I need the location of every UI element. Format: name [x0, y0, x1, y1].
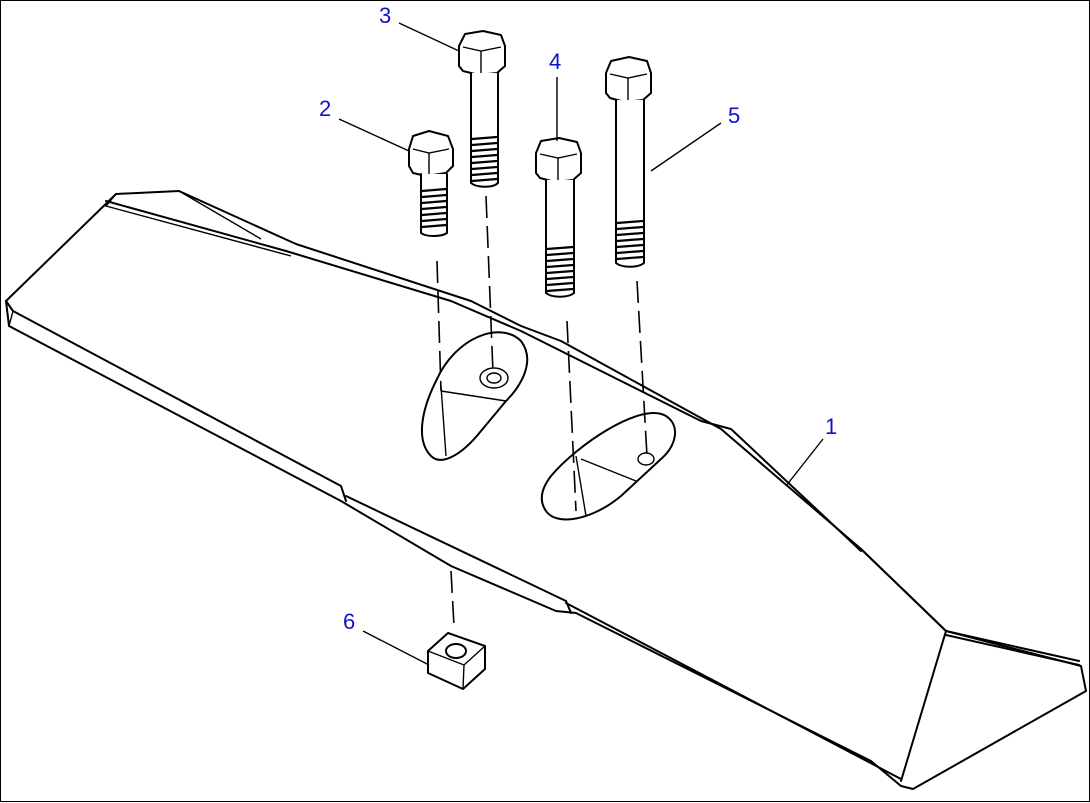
short-bolt — [408, 130, 454, 237]
callout-5: 5 — [728, 103, 740, 128]
square-nut — [427, 632, 486, 690]
callout-1: 1 — [825, 414, 837, 439]
cutting-edge-segment — [5, 190, 1087, 790]
callout-4: 4 — [549, 49, 561, 74]
bolt-hole-left — [420, 331, 529, 461]
callout-3: 3 — [379, 3, 391, 28]
bolt-hole-right — [540, 412, 676, 521]
long-bolt — [605, 56, 652, 268]
callout-6: 6 — [343, 609, 355, 634]
bolt-3 — [458, 30, 506, 188]
leader-lines — [338, 22, 824, 666]
bolt-4 — [535, 137, 582, 298]
callout-2: 2 — [319, 96, 331, 121]
callout-labels: 3 2 4 5 1 6 — [319, 3, 837, 634]
assembly-lines — [436, 195, 648, 627]
